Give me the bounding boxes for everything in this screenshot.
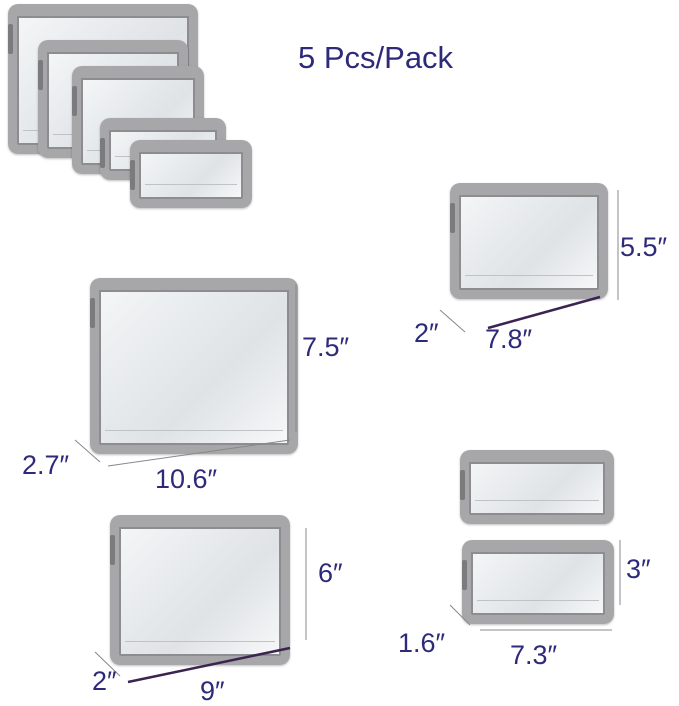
bag-large [90,278,298,454]
arrow-medium-depth [439,309,466,333]
bag-medium [450,183,608,299]
arrow-ml-width [127,646,291,684]
medium-width-label: 7.8″ [485,324,533,354]
ml-depth-label: 2″ [92,666,117,696]
large-depth-label: 2.7″ [22,450,70,480]
ml-width-label: 9″ [200,676,225,706]
product-title: 5 Pcs/Pack [298,40,454,75]
bag-medium-large [110,515,290,665]
large-width-label: 10.6″ [155,464,218,494]
arrow-large-depth [74,439,101,463]
group-bag-5 [130,140,252,208]
arrow-small-depth [449,604,471,626]
small-height-label: 3″ [626,554,651,584]
bag-small [462,540,614,624]
small-depth-label: 1.6″ [398,628,446,658]
large-height-label: 7.5″ [302,332,350,362]
medium-height-label: 5.5″ [620,232,668,262]
arrow-medium-width [487,295,601,330]
medium-depth-label: 2″ [414,318,439,348]
bag-small-top [460,450,614,524]
arrow-ml-depth [94,651,121,677]
arrow-large-width [107,439,291,467]
small-width-label: 7.3″ [510,640,558,670]
ml-height-label: 6″ [318,558,343,588]
